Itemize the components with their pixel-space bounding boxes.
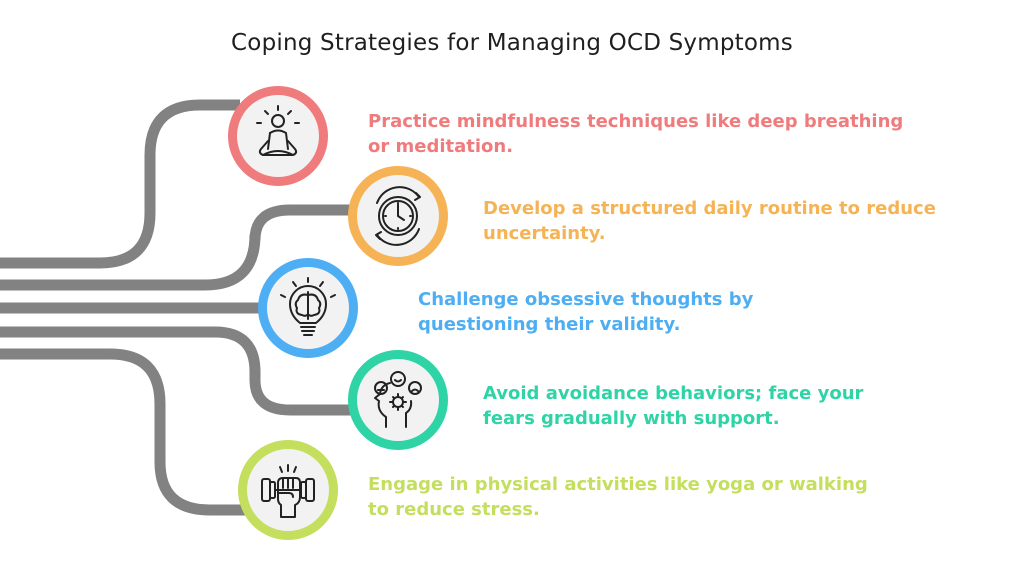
routine-node	[348, 166, 448, 266]
brain-bulb-icon	[280, 277, 336, 336]
thoughts-node	[258, 258, 358, 358]
dumbbell-fist-icon	[261, 464, 315, 518]
clock-routine-icon	[375, 186, 421, 246]
activity-node	[238, 440, 338, 540]
meditation-node	[228, 86, 328, 186]
emotions-head-icon	[374, 371, 422, 428]
diagram-title: Coping Strategies for Managing OCD Sympt…	[231, 30, 793, 56]
connector-path-5	[0, 348, 250, 516]
strategy-text-2: Develop a structured daily routine to re…	[483, 198, 936, 244]
meditation-icon	[256, 105, 300, 156]
fears-node	[348, 350, 448, 450]
connector-path-1	[0, 99, 240, 269]
connector-path-4	[0, 326, 360, 416]
strategy-text-3: Challenge obsessive thoughts by question…	[418, 289, 754, 335]
connector-path-2	[0, 204, 360, 291]
strategy-text-1: Practice mindfulness techniques like dee…	[368, 111, 904, 157]
strategy-text-4: Avoid avoidance behaviors; face your fea…	[483, 383, 864, 429]
strategy-text-5: Engage in physical activities like yoga …	[368, 474, 868, 520]
